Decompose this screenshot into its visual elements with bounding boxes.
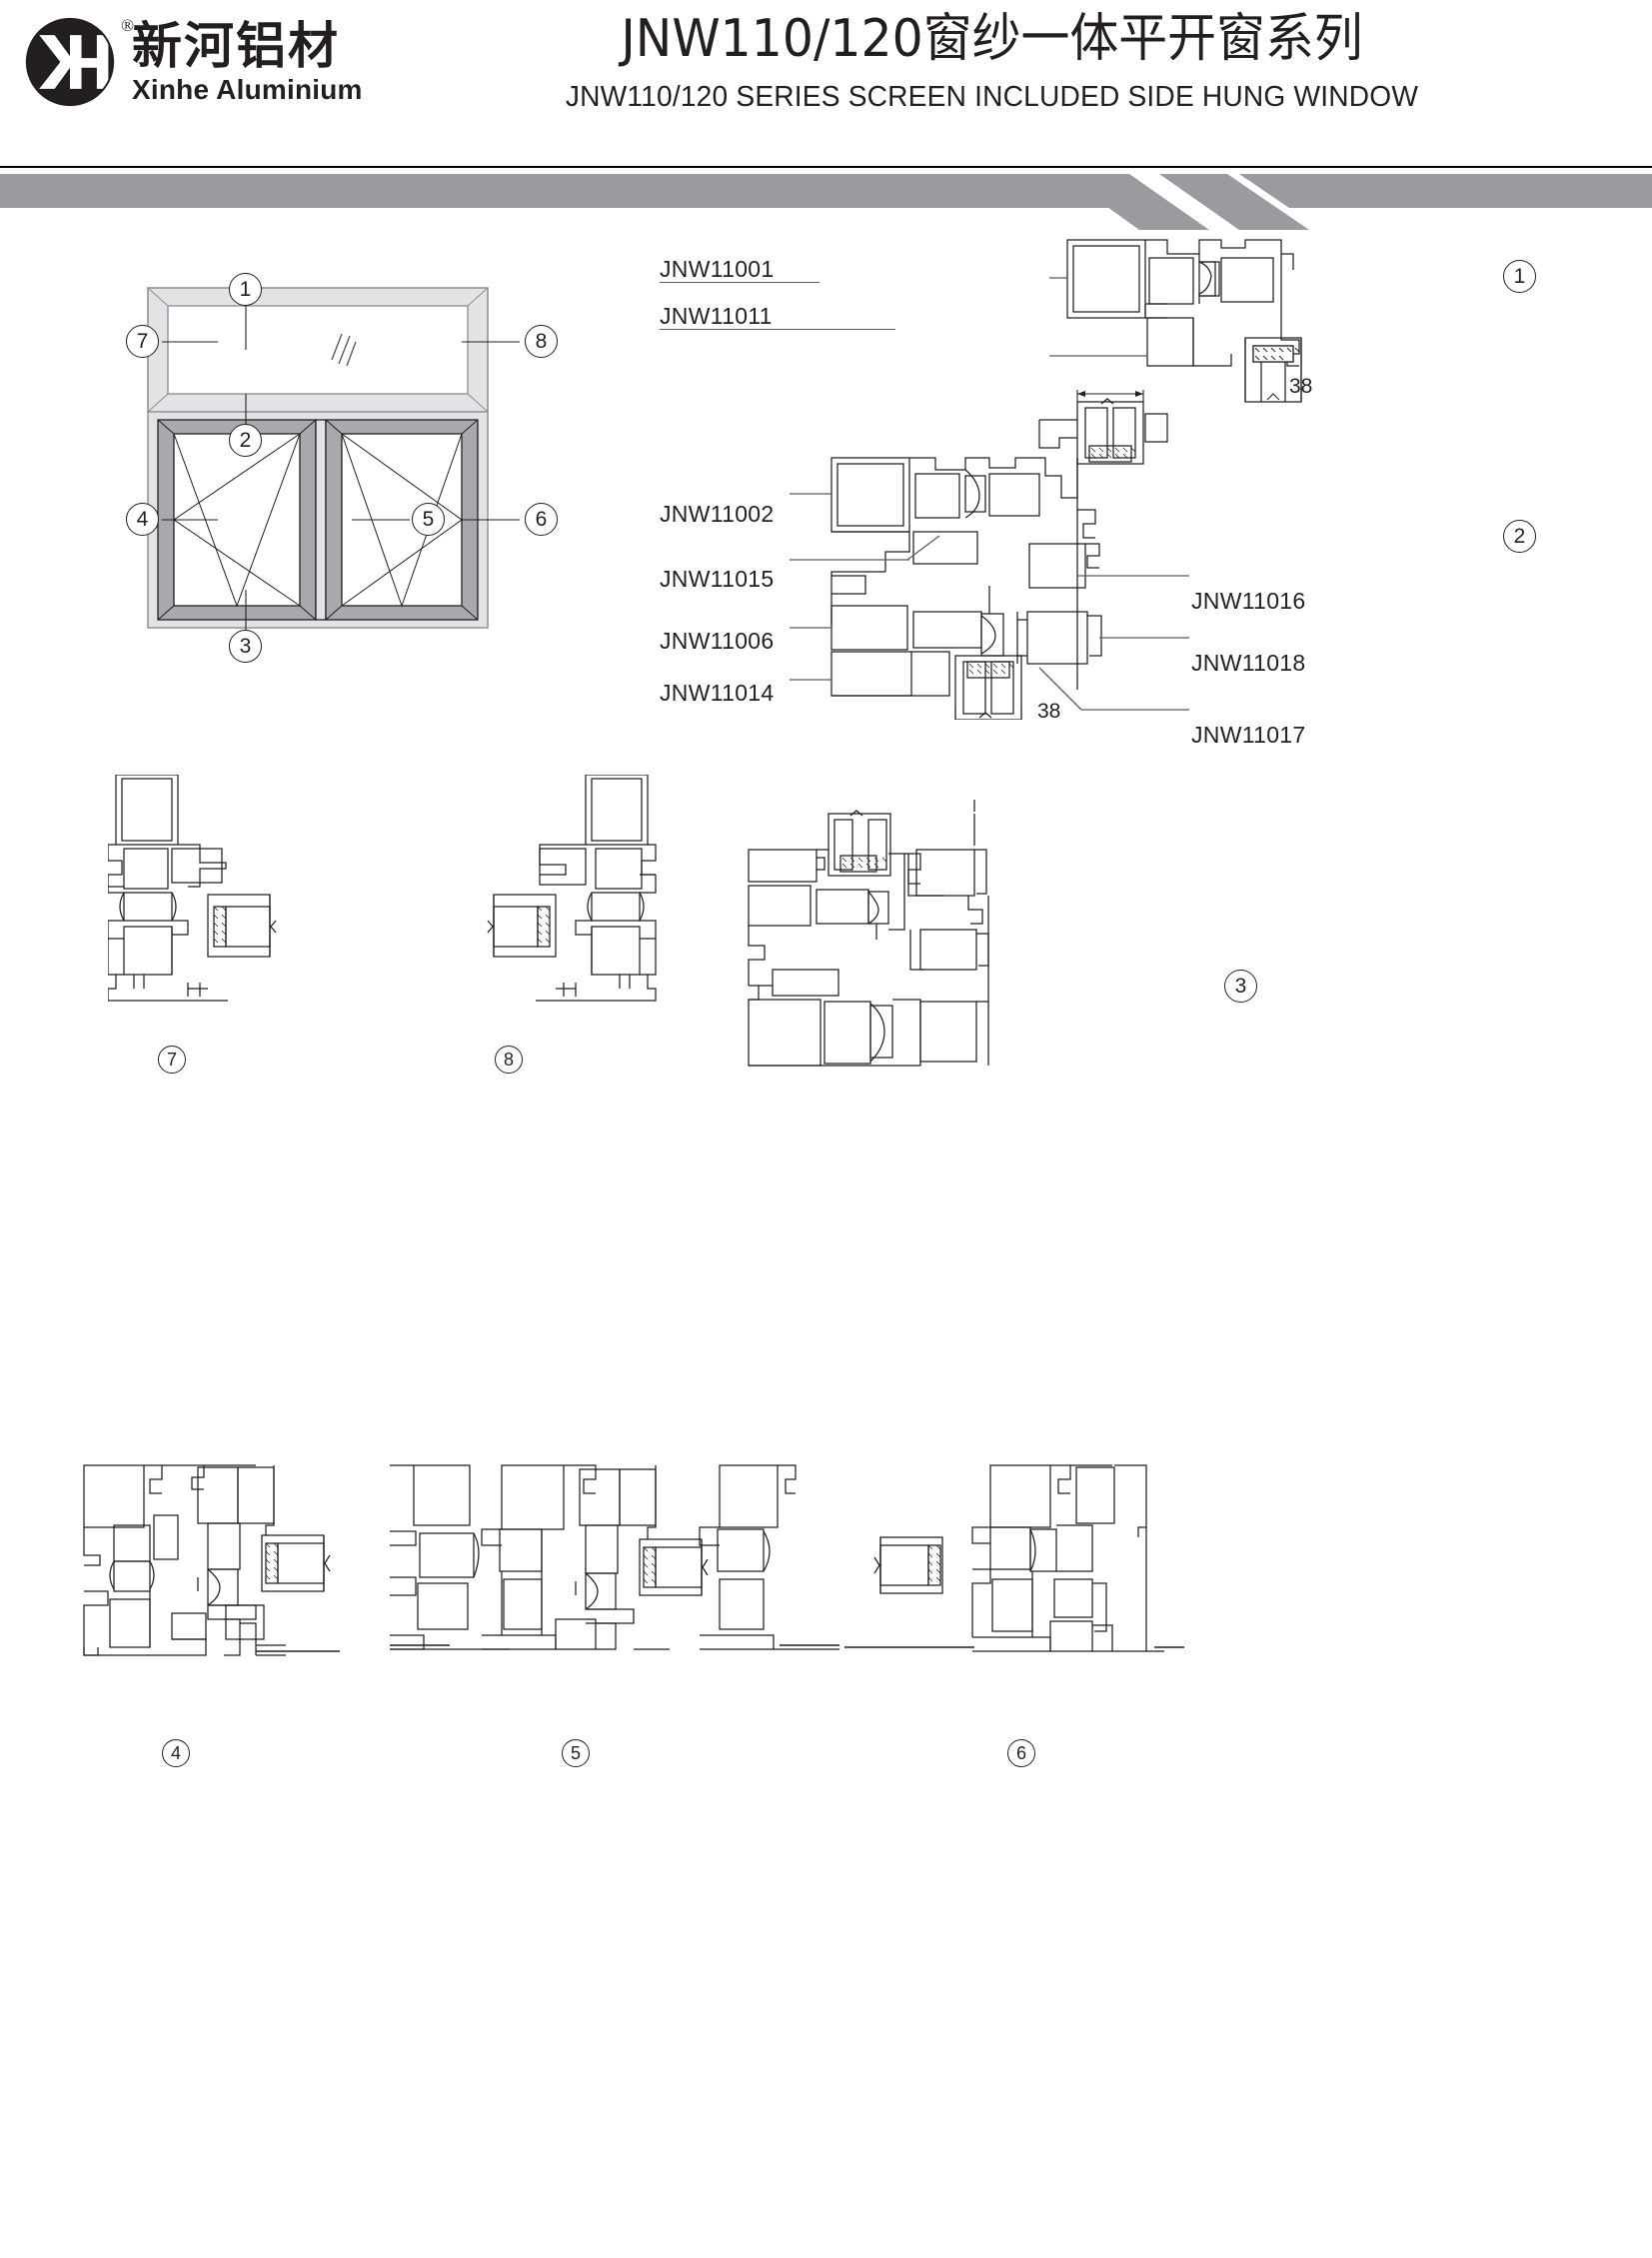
brand-logo: ® 新河铝材 Xinhe Aluminium (22, 14, 363, 110)
detail-number: 7 (166, 1049, 177, 1070)
elevation-callout-4[interactable]: 4 (126, 503, 159, 536)
brand-name-en: Xinhe Aluminium (132, 73, 363, 105)
detail-2-dimension-top: 38 (1289, 375, 1313, 398)
detail-2-part-label-4: JNW11016 (1191, 588, 1306, 614)
callout-label: 1 (239, 277, 252, 301)
detail-number: 2 (1513, 524, 1526, 548)
detail-number: 5 (570, 1742, 581, 1763)
callout-label: 5 (422, 507, 435, 531)
detail-4-number-badge[interactable]: 4 (162, 1739, 190, 1767)
page-title-en: JNW110/120 SERIES SCREEN INCLUDED SIDE H… (565, 81, 1419, 114)
page-title: JNW110/120窗纱一体平开窗系列 JNW110/120 SERIES SC… (340, 8, 1644, 115)
callout-label: 7 (136, 329, 149, 353)
brand-name-cn: 新河铝材 (132, 16, 340, 75)
detail-1-part-label-0: JNW11001 (660, 256, 775, 282)
detail-2-part-label-1: JNW11015 (660, 566, 775, 592)
callout-label: 8 (535, 329, 548, 353)
detail-number: 8 (503, 1049, 514, 1070)
detail-5-number-badge[interactable]: 5 (562, 1739, 590, 1767)
elevation-callout-7[interactable]: 7 (126, 325, 159, 358)
detail-3-section-drawing (748, 800, 989, 1067)
callout-label: 3 (239, 634, 252, 658)
detail-2-part-label-2: JNW11006 (660, 628, 775, 654)
elevation-callout-6[interactable]: 6 (525, 503, 558, 536)
detail-8-section-drawing (487, 775, 657, 1002)
detail-5-section-drawing (390, 1464, 839, 1650)
header-ribbon-decoration (0, 168, 1652, 230)
callout-label: 2 (239, 428, 252, 452)
detail-2-part-label-3: JNW11014 (660, 680, 775, 706)
detail-2-part-label-6: JNW11017 (1191, 722, 1306, 748)
detail-2-part-label-0: JNW11002 (660, 501, 775, 527)
detail-2-dimension-bottom: 38 (1037, 700, 1061, 723)
drawing-canvas: 1 2 3 4 5 6 7 8 (0, 230, 1652, 2258)
detail-number: 3 (1234, 974, 1247, 998)
elevation-callout-5[interactable]: 5 (412, 503, 445, 536)
detail-number: 4 (170, 1742, 181, 1763)
detail-number: 6 (1015, 1742, 1026, 1763)
callout-label: 4 (136, 507, 149, 531)
detail-3-number-badge[interactable]: 3 (1224, 970, 1257, 1003)
elevation-callout-3[interactable]: 3 (229, 630, 262, 663)
detail-2-part-label-5: JNW11018 (1191, 650, 1306, 676)
callout-label: 6 (535, 507, 548, 531)
detail-7-number-badge[interactable]: 7 (158, 1046, 186, 1074)
detail-8-number-badge[interactable]: 8 (495, 1046, 523, 1074)
window-elevation-drawing (147, 287, 520, 656)
detail-1-leader-1 (660, 329, 895, 331)
detail-2-section-drawing (790, 390, 1189, 720)
elevation-callout-8[interactable]: 8 (525, 325, 558, 358)
registered-trademark-icon: ® (121, 16, 134, 35)
elevation-callout-1[interactable]: 1 (229, 273, 262, 306)
detail-6-section-drawing (844, 1464, 1184, 1652)
detail-6-number-badge[interactable]: 6 (1007, 1739, 1035, 1767)
page-title-cn: JNW110/120窗纱一体平开窗系列 (621, 9, 1363, 69)
page-header: ® 新河铝材 Xinhe Aluminium JNW110/120窗纱一体平开窗… (0, 0, 1652, 168)
detail-1-leader-0 (660, 282, 820, 284)
detail-7-section-drawing (108, 775, 277, 1002)
detail-1-number-badge[interactable]: 1 (1503, 260, 1536, 293)
detail-4-section-drawing (83, 1464, 340, 1656)
detail-2-number-badge[interactable]: 2 (1503, 520, 1536, 553)
elevation-callout-2[interactable]: 2 (229, 424, 262, 457)
detail-1-part-label-1: JNW11011 (660, 303, 773, 329)
detail-number: 1 (1513, 264, 1526, 288)
xinhe-circular-logo-icon: ® (22, 14, 134, 110)
detail-1-section-drawing (1049, 239, 1302, 403)
